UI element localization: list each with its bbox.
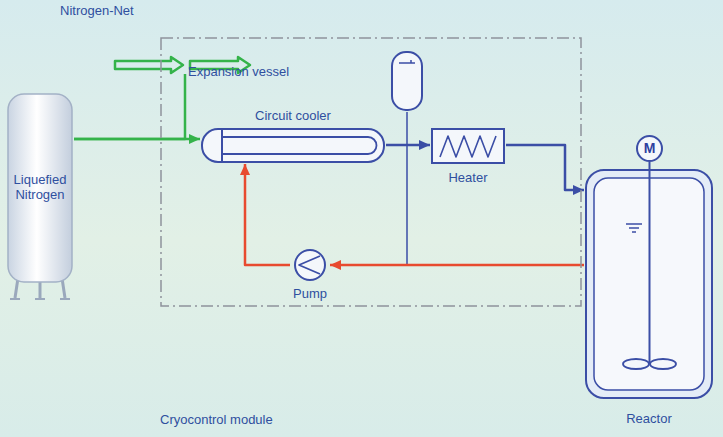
node-label: M bbox=[644, 141, 656, 156]
tank-drawing-part bbox=[60, 298, 70, 300]
heater-drawing-part bbox=[440, 136, 496, 157]
reactor-drawing-part bbox=[632, 231, 636, 233]
pump: Pump bbox=[290, 249, 330, 301]
nitrogen-tank: Liquefied Nitrogen bbox=[6, 92, 74, 302]
vessel-drawing-part bbox=[392, 52, 422, 110]
flow-line bbox=[74, 74, 185, 139]
reactor-drawing bbox=[584, 168, 714, 426]
reactor: Reactor bbox=[584, 168, 714, 426]
pump-symbol-part bbox=[295, 250, 325, 280]
vessel-drawing-part bbox=[410, 60, 412, 63]
node-label: Expansion vessel bbox=[188, 64, 289, 79]
module-boundary: Cryocontrol moduleExpansion vesselCircui… bbox=[160, 37, 582, 307]
reactor-drawing-part bbox=[649, 168, 651, 364]
flow-line bbox=[649, 162, 651, 168]
tank-drawing-part bbox=[8, 94, 72, 282]
node-label: Heater bbox=[448, 170, 487, 185]
cooler-drawing-part bbox=[202, 129, 384, 162]
reactor-drawing-part bbox=[623, 359, 649, 369]
dash-dot-frame-part bbox=[161, 38, 581, 306]
node-label: Cryocontrol module bbox=[160, 412, 273, 427]
cooler-drawing-part bbox=[221, 129, 223, 162]
node-label: Reactor bbox=[626, 411, 672, 426]
flow-line bbox=[245, 164, 290, 265]
node-label: Liquefied Nitrogen bbox=[10, 172, 70, 202]
vessel-drawing-part bbox=[399, 62, 415, 64]
pump-symbol-part bbox=[299, 256, 320, 274]
nitrogen-net-arrows-part bbox=[115, 57, 183, 73]
circuit-cooler: Circuit cooler bbox=[200, 108, 386, 164]
vessel-drawing bbox=[185, 50, 425, 112]
heater-drawing-part bbox=[432, 129, 504, 163]
nitrogen-net: Nitrogen-Net bbox=[55, 2, 255, 74]
motor-symbol: M bbox=[636, 135, 663, 162]
flow-line bbox=[506, 145, 584, 190]
tank-drawing-part bbox=[35, 298, 45, 300]
expansion-vessel: Expansion vessel bbox=[185, 50, 425, 112]
node-label: Circuit cooler bbox=[255, 108, 331, 123]
reactor-drawing-part bbox=[626, 223, 642, 225]
flow-line bbox=[330, 264, 584, 267]
tank-drawing-part bbox=[10, 298, 20, 300]
cooler-drawing-part bbox=[222, 137, 377, 154]
heater: Heater bbox=[430, 127, 506, 185]
node-label: Nitrogen-Net bbox=[60, 3, 134, 18]
reactor-drawing-part bbox=[650, 359, 676, 369]
reactor-drawing-part bbox=[629, 227, 639, 229]
node-label: Pump bbox=[293, 286, 327, 301]
flow-line bbox=[386, 144, 430, 147]
